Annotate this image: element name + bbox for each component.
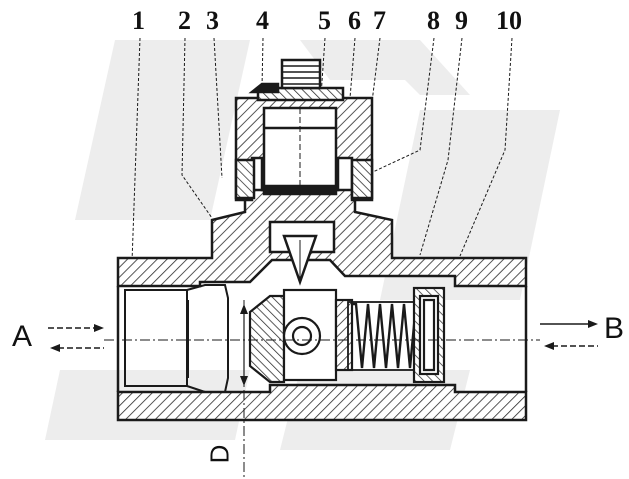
part-number-9: 9 [455, 6, 468, 35]
part-number-7: 7 [373, 6, 386, 35]
part-number-6: 6 [348, 6, 361, 35]
piston-assembly [248, 286, 446, 384]
upper-housing [234, 58, 374, 286]
part-number-3: 3 [206, 6, 219, 35]
port-label-b: B [604, 312, 625, 345]
center-lines [104, 300, 540, 479]
part-number-8: 8 [427, 6, 440, 35]
part-number-10: 10 [496, 6, 522, 35]
port-label-d: D [204, 444, 235, 464]
part-number-5: 5 [318, 6, 331, 35]
part-number-2: 2 [178, 6, 191, 35]
port-label-a: A [12, 320, 33, 353]
inlet-bore [124, 284, 229, 393]
flow-arrows [48, 304, 598, 386]
part-number-4: 4 [256, 6, 269, 35]
part-number-1: 1 [132, 6, 145, 35]
